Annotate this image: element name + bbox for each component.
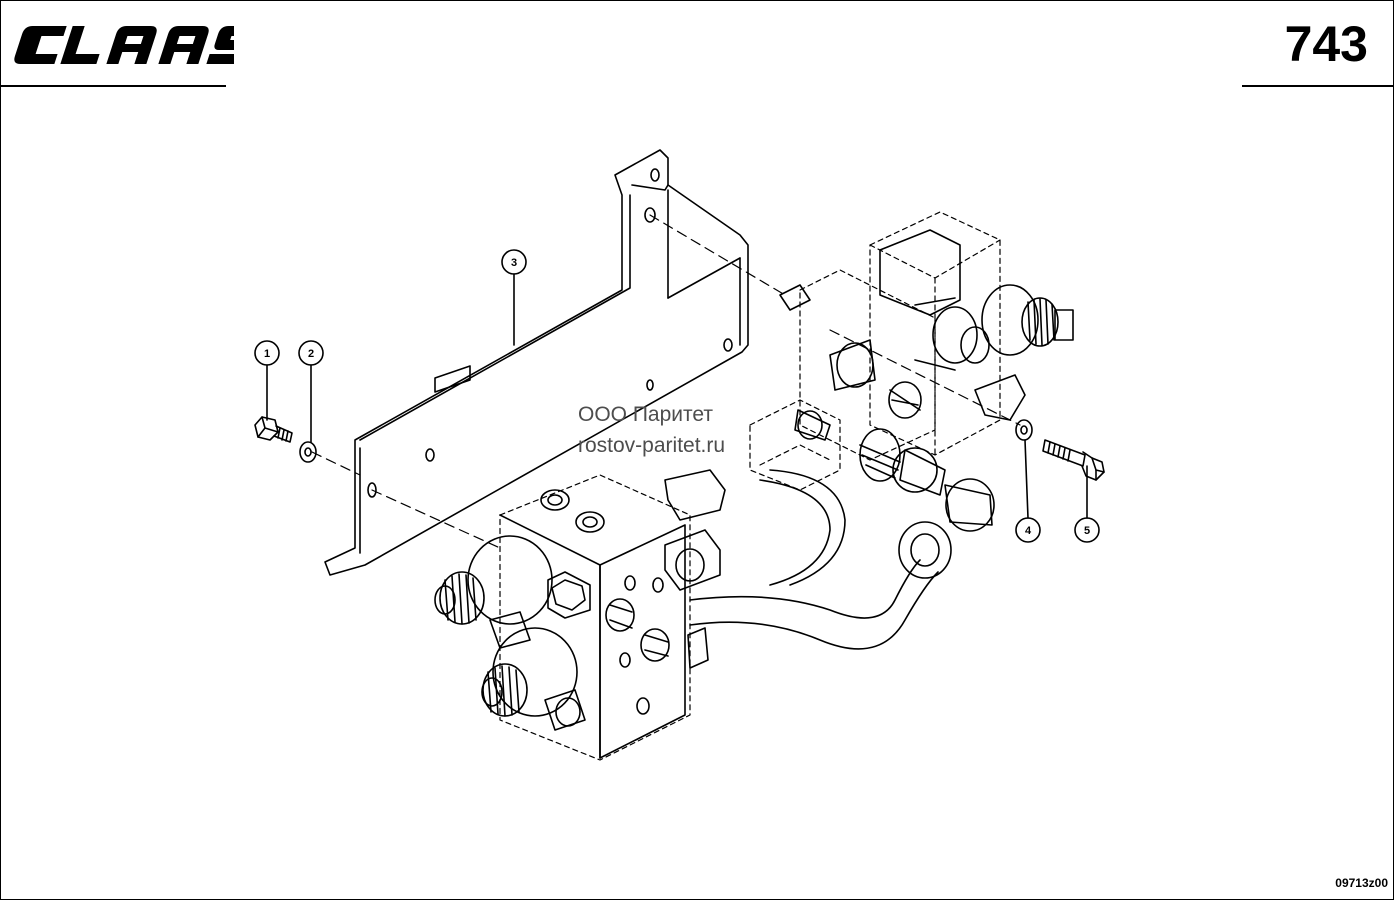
rear-valve-block (749, 211, 1001, 491)
callout-1: 1 (264, 348, 270, 360)
header-rule-right (1242, 85, 1394, 87)
pipe-fittings-right (794, 409, 995, 579)
rear-solenoids (779, 229, 1074, 421)
callout-3: 3 (511, 257, 517, 269)
callout-4: 4 (1025, 525, 1032, 537)
claas-logo (14, 26, 234, 64)
assembly-lines (311, 214, 1021, 549)
watermark: ООО Паритет rostov-paritet.ru (578, 399, 725, 461)
washer-right (1015, 419, 1033, 441)
callouts (254, 249, 1100, 543)
hex-bolt-right (1042, 439, 1105, 481)
callout-2: 2 (308, 348, 314, 360)
hex-bolt-left (254, 416, 293, 443)
watermark-url: rostov-paritet.ru (578, 434, 726, 457)
front-valve-block (434, 469, 726, 761)
drawing-reference: 09713z00 (1335, 876, 1388, 890)
watermark-company: ООО Паритет (578, 403, 714, 426)
mounting-bracket (324, 149, 749, 576)
washer-left (299, 441, 317, 463)
hydraulic-hose (689, 469, 939, 650)
header-rule-left (0, 85, 226, 87)
page-number: 743 (1284, 16, 1368, 72)
callout-5: 5 (1084, 525, 1090, 537)
